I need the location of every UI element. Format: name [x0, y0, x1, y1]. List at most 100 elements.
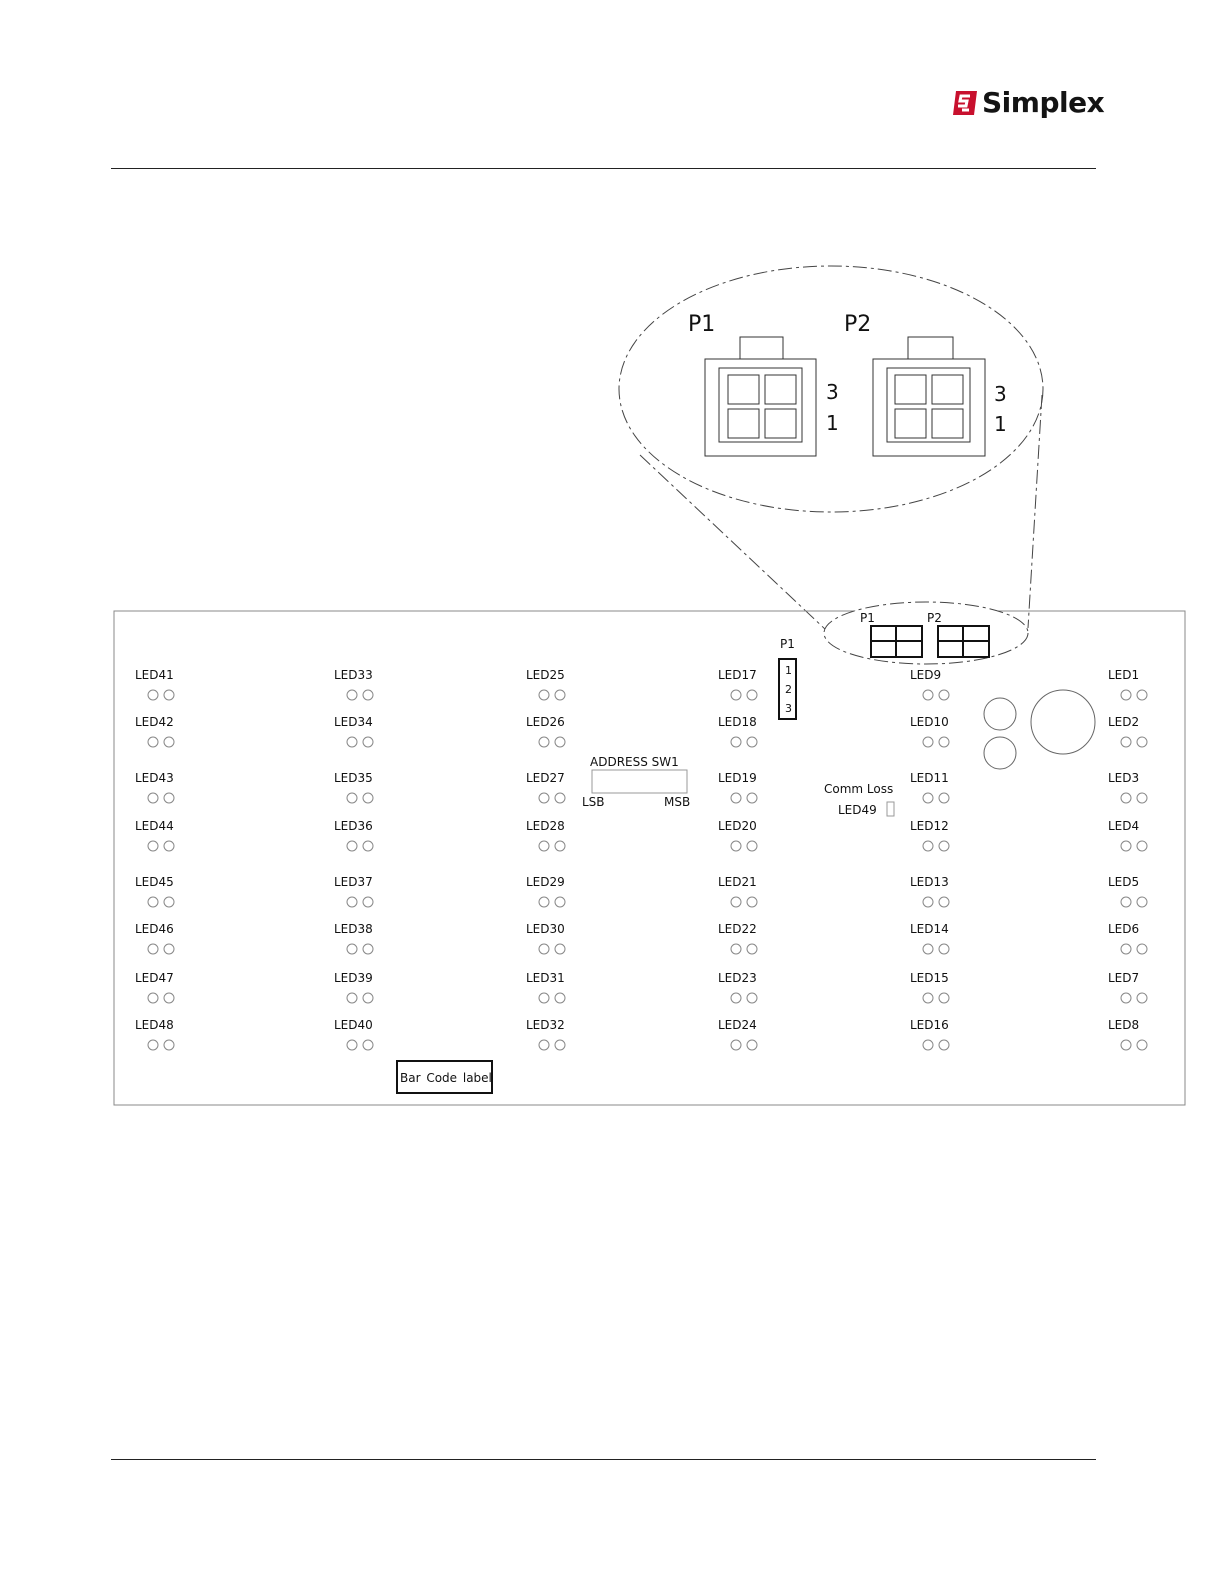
zoom-p2-pin-top: 3 — [994, 382, 1007, 406]
board-p2-small-label: P2 — [927, 611, 942, 625]
led-label-led34: LED34 — [334, 715, 373, 729]
address-lsb-label: LSB — [582, 795, 605, 809]
led-indicator-led46-2 — [163, 943, 175, 955]
mounting-hole-small-top — [983, 697, 1017, 731]
p1-header-pin-2: 2 — [785, 683, 792, 696]
zoom-p1-pin-bottom: 1 — [826, 411, 839, 435]
led-indicator-led7-2 — [1136, 992, 1148, 1004]
led-label-led27: LED27 — [526, 771, 565, 785]
led-label-led17: LED17 — [718, 668, 757, 682]
led-indicator-led32-1 — [538, 1039, 550, 1051]
led-label-led24: LED24 — [718, 1018, 757, 1032]
led-indicator-led11-2 — [938, 792, 950, 804]
led-indicator-led48-1 — [147, 1039, 159, 1051]
led-label-led19: LED19 — [718, 771, 757, 785]
led-indicator-led12-2 — [938, 840, 950, 852]
led-indicator-led15-2 — [938, 992, 950, 1004]
led-indicator-led43-2 — [163, 792, 175, 804]
address-switch — [591, 769, 688, 794]
led-indicator-led22-2 — [746, 943, 758, 955]
address-msb-label: MSB — [664, 795, 690, 809]
led-label-led15: LED15 — [910, 971, 949, 985]
led-indicator-led42-1 — [147, 736, 159, 748]
led-label-led30: LED30 — [526, 922, 565, 936]
led-indicator-led40-1 — [346, 1039, 358, 1051]
led-label-led3: LED3 — [1108, 771, 1139, 785]
led-label-led4: LED4 — [1108, 819, 1139, 833]
led-indicator-led38-2 — [362, 943, 374, 955]
led-indicator-led11-1 — [922, 792, 934, 804]
zoom-connector-p1 — [704, 336, 817, 457]
led-indicator-led44-1 — [147, 840, 159, 852]
zoom-connector-left — [639, 454, 827, 631]
led-label-led20: LED20 — [718, 819, 757, 833]
led-indicator-led20-2 — [746, 840, 758, 852]
comm-loss-label: Comm Loss — [824, 782, 893, 796]
led-label-led32: LED32 — [526, 1018, 565, 1032]
led-indicator-led34-1 — [346, 736, 358, 748]
led-indicator-led9-2 — [938, 689, 950, 701]
led-indicator-led32-2 — [554, 1039, 566, 1051]
led-label-led14: LED14 — [910, 922, 949, 936]
led-indicator-led27-2 — [554, 792, 566, 804]
led-label-led13: LED13 — [910, 875, 949, 889]
board-connector-ellipse — [823, 601, 1029, 665]
zoom-connector-p2 — [872, 336, 986, 457]
led-indicator-led9-1 — [922, 689, 934, 701]
led-indicator-led2-2 — [1136, 736, 1148, 748]
led-indicator-led42-2 — [163, 736, 175, 748]
led-indicator-led25-1 — [538, 689, 550, 701]
led-indicator-led3-2 — [1136, 792, 1148, 804]
led-indicator-led35-2 — [362, 792, 374, 804]
led-indicator-led35-1 — [346, 792, 358, 804]
led-indicator-led26-2 — [554, 736, 566, 748]
footer-rule — [111, 1459, 1096, 1460]
led-label-led8: LED8 — [1108, 1018, 1139, 1032]
p1-header-pin-3: 3 — [785, 702, 792, 715]
led-indicator-led30-1 — [538, 943, 550, 955]
led-indicator-led33-2 — [362, 689, 374, 701]
led-label-led35: LED35 — [334, 771, 373, 785]
led-indicator-led46-1 — [147, 943, 159, 955]
led-label-led7: LED7 — [1108, 971, 1139, 985]
led-label-led26: LED26 — [526, 715, 565, 729]
led-indicator-led13-2 — [938, 896, 950, 908]
led-label-led39: LED39 — [334, 971, 373, 985]
led-indicator-led10-1 — [922, 736, 934, 748]
led-indicator-led28-1 — [538, 840, 550, 852]
led-label-led23: LED23 — [718, 971, 757, 985]
led-indicator-led21-2 — [746, 896, 758, 908]
led-indicator-led38-1 — [346, 943, 358, 955]
led-label-led29: LED29 — [526, 875, 565, 889]
led-indicator-led28-2 — [554, 840, 566, 852]
led-indicator-led25-2 — [554, 689, 566, 701]
led-indicator-led33-1 — [346, 689, 358, 701]
board-connector-p2 — [937, 625, 990, 658]
led-label-led16: LED16 — [910, 1018, 949, 1032]
led-label-led18: LED18 — [718, 715, 757, 729]
led-label-led36: LED36 — [334, 819, 373, 833]
led-indicator-led19-2 — [746, 792, 758, 804]
address-switch-label: ADDRESS SW1 — [590, 755, 679, 769]
zoom-p2-label: P2 — [844, 312, 871, 337]
mounting-hole-small-bottom — [983, 736, 1017, 770]
led-indicator-led8-2 — [1136, 1039, 1148, 1051]
led-label-led37: LED37 — [334, 875, 373, 889]
led-indicator-led36-1 — [346, 840, 358, 852]
led-label-led5: LED5 — [1108, 875, 1139, 889]
led-indicator-led10-2 — [938, 736, 950, 748]
led-indicator-led12-1 — [922, 840, 934, 852]
led-indicator-led27-1 — [538, 792, 550, 804]
led-indicator-led45-1 — [147, 896, 159, 908]
led-grid: LED41LED42LED43LED44LED45LED46LED47LED48… — [135, 668, 1148, 1051]
board-connector-p1 — [870, 625, 923, 658]
led-indicator-led31-2 — [554, 992, 566, 1004]
led-indicator-led30-2 — [554, 943, 566, 955]
led-indicator-led41-2 — [163, 689, 175, 701]
led-indicator-led4-1 — [1120, 840, 1132, 852]
led-label-led47: LED47 — [135, 971, 174, 985]
led-indicator-led44-2 — [163, 840, 175, 852]
led-indicator-led36-2 — [362, 840, 374, 852]
led-indicator-led19-1 — [730, 792, 742, 804]
